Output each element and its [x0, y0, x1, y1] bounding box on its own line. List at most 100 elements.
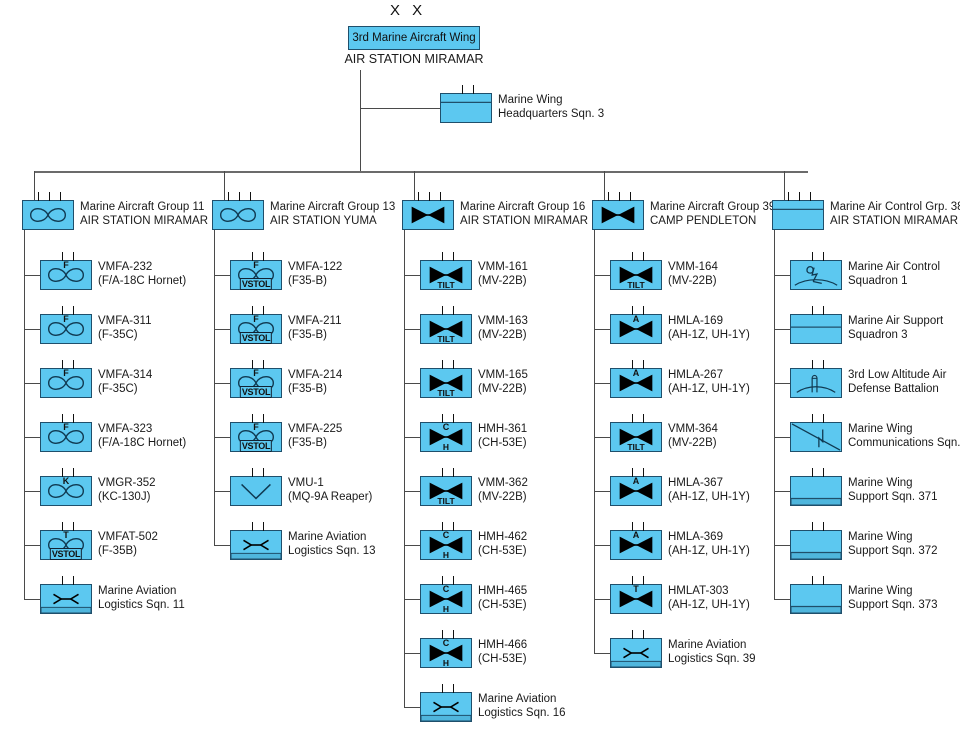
- unit-symbol-mag-39-2[interactable]: A: [610, 360, 662, 398]
- label-line-1: HMH-466: [478, 639, 528, 651]
- unit-symbol-macg-38-2[interactable]: [790, 360, 842, 398]
- unit-symbol-mag-39-3[interactable]: TILT: [610, 414, 662, 452]
- unit-symbol-mag-11-3[interactable]: F: [40, 414, 92, 452]
- symbol-modifier-bottom: TILT: [437, 334, 455, 344]
- unit-branch-line: [594, 653, 610, 654]
- group-symbol-mag-16[interactable]: [402, 192, 454, 230]
- label-line-1: VMM-163: [478, 315, 528, 327]
- label-line-1: HMLA-267: [668, 369, 723, 381]
- symbol-glyph: [791, 315, 841, 343]
- label-line-2: Defense Battalion: [848, 382, 939, 395]
- group-drop-line-mag-13: [224, 171, 225, 200]
- unit-label-mag-13-0: VMFA-122(F35-B): [288, 261, 342, 288]
- unit-symbol-mag-13-4[interactable]: [230, 468, 282, 506]
- unit-symbol-mag-16-0[interactable]: TILT: [420, 252, 472, 290]
- unit-symbol-mag-39-6[interactable]: T: [610, 576, 662, 614]
- echelon-ticks: [41, 522, 91, 531]
- unit-symbol-mag-16-2[interactable]: TILT: [420, 360, 472, 398]
- unit-symbol-macg-38-4[interactable]: [790, 468, 842, 506]
- unit-symbol-macg-38-1[interactable]: [790, 306, 842, 344]
- label-line-1: Marine Aircraft Group 16: [460, 201, 586, 213]
- unit-symbol-macg-38-3[interactable]: [790, 414, 842, 452]
- group-symbol-mag-13[interactable]: [212, 192, 264, 230]
- unit-label-mag-16-0: VMM-161(MV-22B): [478, 261, 528, 288]
- unit-symbol-mag-39-5[interactable]: A: [610, 522, 662, 560]
- unit-symbol-mag-39-7[interactable]: [610, 630, 662, 668]
- unit-symbol-mag-39-1[interactable]: A: [610, 306, 662, 344]
- unit-symbol-mag-16-4[interactable]: TILT: [420, 468, 472, 506]
- unit-symbol-mag-16-1[interactable]: TILT: [420, 306, 472, 344]
- unit-label-mag-13-2: VMFA-214(F35-B): [288, 369, 342, 396]
- label-line-2: (F-35C): [98, 382, 138, 395]
- unit-label-mag-13-4: VMU-1(MQ-9A Reaper): [288, 477, 372, 504]
- echelon-ticks: [791, 306, 841, 315]
- echelon-ticks: [791, 576, 841, 585]
- label-line-2: (AH-1Z, UH-1Y): [668, 544, 750, 557]
- label-line-2: AIR STATION MIRAMAR: [830, 214, 958, 227]
- echelon-ticks: [791, 252, 841, 261]
- echelon-ticks: [421, 522, 471, 531]
- unit-symbol-macg-38-5[interactable]: [790, 522, 842, 560]
- echelon-ticks: [611, 522, 661, 531]
- symbol-glyph: [421, 585, 471, 613]
- vstol-modifier: VSTOL: [239, 332, 273, 344]
- unit-symbol-mag-11-1[interactable]: F: [40, 306, 92, 344]
- unit-symbol-mag-13-5[interactable]: [230, 522, 282, 560]
- label-line-1: VMFA-323: [98, 423, 153, 435]
- unit-symbol-macg-38-0[interactable]: [790, 252, 842, 290]
- group-symbol-mag-39[interactable]: [592, 192, 644, 230]
- echelon-ticks: [611, 414, 661, 423]
- unit-label-mag-16-3: HMH-361(CH-53E): [478, 423, 527, 450]
- echelon-ticks: [421, 306, 471, 315]
- unit-symbol-mag-39-4[interactable]: A: [610, 468, 662, 506]
- label-line-2: (F-35B): [98, 544, 137, 557]
- unit-label-mag-11-4: VMGR-352(KC-130J): [98, 477, 156, 504]
- unit-symbol-mag-39-0[interactable]: TILT: [610, 252, 662, 290]
- group-symbol-mag-11[interactable]: [22, 192, 74, 230]
- vstol-modifier: VSTOL: [49, 548, 83, 560]
- label-line-1: Marine Aircraft Group 39: [650, 201, 776, 213]
- unit-branch-line: [24, 491, 40, 492]
- group-spine-macg-38: [774, 230, 775, 599]
- symbol-glyph: [421, 423, 471, 451]
- symbol-glyph: [611, 477, 661, 505]
- unit-symbol-mag-11-2[interactable]: F: [40, 360, 92, 398]
- label-line-2: (F35-B): [288, 328, 327, 341]
- unit-branch-line: [594, 383, 610, 384]
- label-line-2: (MV-22B): [478, 490, 527, 503]
- echelon-ticks: [231, 414, 281, 423]
- group-spine-mag-11: [24, 230, 25, 599]
- label-line-1: HMLAT-303: [668, 585, 729, 597]
- label-line-2: Communications Sqn. 38: [848, 436, 960, 449]
- label-line-2: AIR STATION MIRAMAR: [460, 214, 588, 227]
- unit-symbol-mag-16-8[interactable]: [420, 684, 472, 722]
- group-symbol-macg-38[interactable]: [772, 192, 824, 230]
- unit-symbol-mag-11-4[interactable]: K: [40, 468, 92, 506]
- unit-symbol-macg-38-6[interactable]: [790, 576, 842, 614]
- symbol-glyph: [41, 315, 91, 343]
- label-line-1: Marine Wing: [848, 585, 913, 597]
- symbol-glyph: [403, 201, 453, 229]
- echelon-ticks: [41, 252, 91, 261]
- echelon-ticks: [441, 85, 491, 94]
- echelon-ticks: [41, 306, 91, 315]
- unit-symbol-mag-11-0[interactable]: F: [40, 252, 92, 290]
- label-line-1: Marine Aviation: [668, 639, 747, 651]
- unit-symbol-mag-11-6[interactable]: [40, 576, 92, 614]
- symbol-glyph: [611, 423, 661, 451]
- echelon-ticks: [421, 360, 471, 369]
